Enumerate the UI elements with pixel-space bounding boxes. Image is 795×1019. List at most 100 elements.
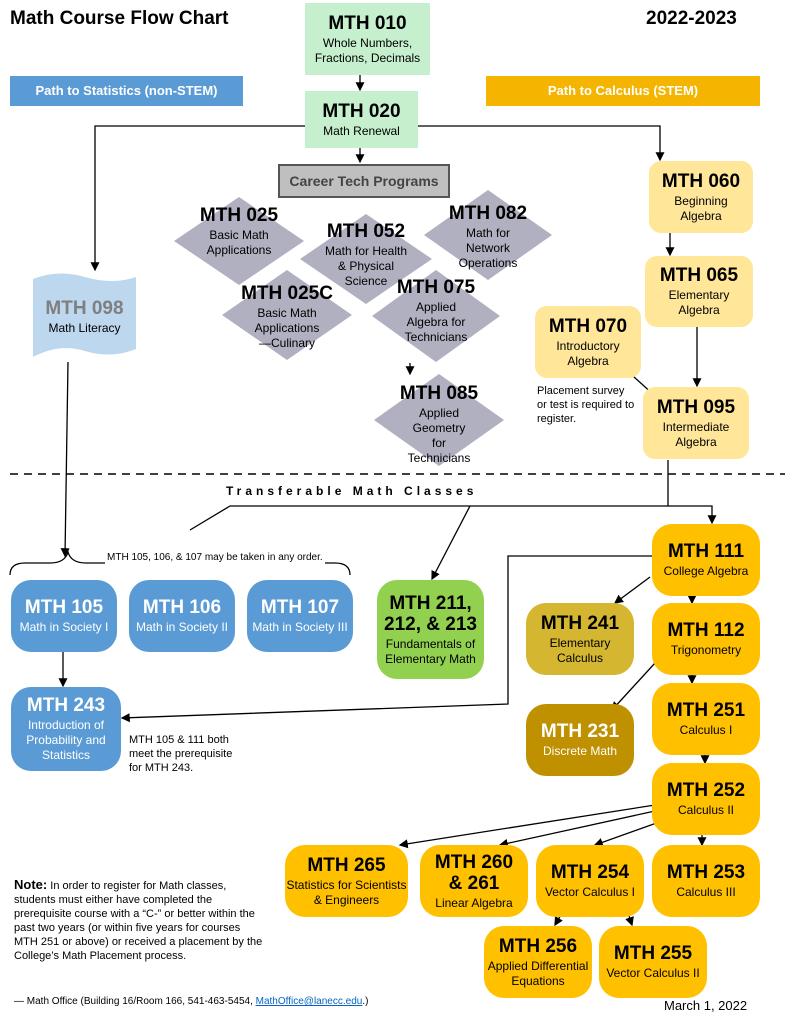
course-code: MTH 243: [26, 695, 106, 716]
course-mth052[interactable]: MTH 052 Math for Health & Physical Scien…: [316, 221, 416, 289]
course-mth256[interactable]: MTH 256 Applied Differential Equations: [484, 926, 592, 998]
course-desc: Vector Calculus II: [606, 966, 700, 980]
mth098-shape: [33, 273, 136, 357]
course-code: MTH 052: [326, 221, 406, 242]
course-desc: Elementary Algebra: [668, 288, 730, 317]
course-mth253[interactable]: MTH 253 Calculus III: [652, 845, 760, 917]
course-mth070[interactable]: MTH 070 Introductory Algebra: [535, 306, 641, 378]
course-code: MTH 107: [260, 597, 340, 618]
footer-prefix: — Math Office (Building 16/Room 166, 541…: [14, 996, 256, 1007]
course-mth106[interactable]: MTH 106 Math in Society II: [129, 580, 235, 652]
course-mth241[interactable]: MTH 241 Elementary Calculus: [526, 603, 634, 675]
course-mth105[interactable]: MTH 105 Math in Society I: [11, 580, 117, 652]
course-desc: Applied Algebra for Technicians: [404, 300, 468, 344]
course-desc: Statistics for Scientists & Engineers: [286, 877, 407, 907]
course-desc: Math in Society III: [252, 620, 348, 634]
course-desc: Vector Calculus I: [544, 885, 636, 899]
course-mth075[interactable]: MTH 075 Applied Algebra for Technicians: [386, 277, 486, 345]
course-code: MTH 252: [666, 780, 746, 801]
course-mth065[interactable]: MTH 065 Elementary Algebra: [645, 256, 753, 327]
course-desc: Math in Society II: [135, 620, 229, 634]
course-code: MTH 010: [328, 12, 407, 34]
course-code: MTH 231: [540, 721, 620, 742]
course-code: MTH 095: [656, 396, 736, 418]
course-mth020[interactable]: MTH 020 Math Renewal: [305, 91, 418, 148]
course-code: MTH 060: [661, 170, 741, 192]
course-code: MTH 251: [666, 700, 746, 721]
prereq-note: MTH 105 & 111 both meet the prerequisite…: [129, 734, 233, 774]
course-desc: Calculus III: [676, 885, 736, 899]
course-desc: Fundamentals of Elementary Math: [385, 636, 476, 666]
course-code: MTH 111: [667, 541, 745, 562]
footer-contact: — Math Office (Building 16/Room 166, 541…: [14, 996, 368, 1007]
course-code: MTH 105: [24, 597, 104, 618]
course-code: MTH 211, 212, & 213: [384, 592, 477, 635]
course-desc: Math Renewal: [323, 123, 400, 138]
course-mth254[interactable]: MTH 254 Vector Calculus I: [536, 845, 644, 917]
course-code: MTH 025: [199, 205, 279, 226]
course-code: MTH 265: [307, 854, 386, 876]
stats-path-banner: Path to Statistics (non-STEM): [10, 76, 243, 106]
page-title: Math Course Flow Chart: [10, 8, 229, 29]
course-code: MTH 085: [399, 383, 479, 404]
course-desc: Math for Health & Physical Science: [324, 244, 408, 288]
note-heading: Note:: [14, 877, 48, 892]
registration-note: Note: In order to register for Math clas…: [14, 878, 264, 963]
course-mth231[interactable]: MTH 231 Discrete Math: [526, 704, 634, 776]
course-mth025[interactable]: MTH 025 Basic Math Applications: [184, 205, 294, 258]
course-desc: Discrete Math: [542, 744, 618, 758]
course-desc: Applied Differential Equations: [487, 958, 589, 988]
course-desc: Beginning Algebra: [674, 193, 728, 223]
course-mth265[interactable]: MTH 265 Statistics for Scientists & Engi…: [285, 845, 408, 917]
course-code: MTH 025C: [241, 283, 333, 304]
any-order-note: MTH 105, 106, & 107 may be taken in any …: [105, 551, 325, 565]
course-mth251[interactable]: MTH 251 Calculus I: [652, 683, 760, 755]
career-tech-programs[interactable]: Career Tech Programs: [278, 164, 450, 198]
course-mth111[interactable]: MTH 111 College Algebra: [652, 524, 760, 596]
course-mth010[interactable]: MTH 010 Whole Numbers, Fractions, Decima…: [305, 3, 430, 75]
course-mth095[interactable]: MTH 095 Intermediate Algebra: [643, 387, 749, 459]
calc-path-banner: Path to Calculus (STEM): [486, 76, 760, 106]
course-mth252[interactable]: MTH 252 Calculus II: [652, 763, 760, 835]
course-mth243[interactable]: MTH 243 Introduction of Probability and …: [11, 687, 121, 771]
course-code: MTH 106: [142, 597, 222, 618]
course-desc: Math in Society I: [19, 620, 109, 634]
course-desc: Linear Algebra: [435, 895, 513, 910]
course-mth112[interactable]: MTH 112 Trigonometry: [652, 603, 760, 675]
course-mth060[interactable]: MTH 060 Beginning Algebra: [649, 161, 753, 233]
course-code: MTH 253: [666, 862, 746, 883]
email-link[interactable]: MathOffice@lanecc.edu: [255, 996, 363, 1007]
footer-suffix: .): [362, 996, 369, 1007]
course-desc: Introductory Algebra: [556, 338, 620, 368]
academic-year: 2022-2023: [646, 8, 737, 29]
course-code: MTH 241: [540, 612, 620, 634]
course-code: MTH 070: [548, 315, 628, 337]
course-code: MTH 255: [613, 943, 693, 964]
course-mth211[interactable]: MTH 211, 212, & 213 Fundamentals of Elem…: [377, 580, 484, 679]
course-mth107[interactable]: MTH 107 Math in Society III: [247, 580, 353, 652]
course-mth082[interactable]: MTH 082 Math for Network Operations: [438, 203, 538, 271]
course-mth098[interactable]: MTH 098 Math Literacy: [33, 281, 136, 353]
course-code: MTH 260 & 261: [434, 851, 514, 894]
course-desc: Introduction of Probability and Statisti…: [26, 718, 106, 762]
course-desc: Trigonometry: [670, 643, 742, 657]
course-mth260[interactable]: MTH 260 & 261 Linear Algebra: [420, 845, 528, 917]
course-desc: Calculus I: [679, 723, 733, 737]
course-code: MTH 112: [667, 620, 745, 641]
course-desc: College Algebra: [663, 564, 749, 578]
placement-note: Placement survey or test is required to …: [537, 385, 635, 425]
course-mth255[interactable]: MTH 255 Vector Calculus II: [599, 926, 707, 998]
course-code: MTH 075: [396, 277, 476, 298]
course-mth085[interactable]: MTH 085 Applied Geometry for Technicians: [389, 383, 489, 466]
course-code: MTH 098: [45, 298, 124, 319]
course-code: MTH 065: [659, 265, 739, 286]
course-desc: Basic Math Applications: [206, 228, 272, 257]
course-desc: Elementary Calculus: [549, 635, 611, 665]
course-desc: Calculus II: [677, 803, 735, 817]
course-desc: Basic Math Applications—Culinary: [254, 306, 320, 350]
course-desc: Whole Numbers, Fractions, Decimals: [314, 35, 421, 65]
course-code: MTH 082: [448, 203, 528, 224]
course-mth025c[interactable]: MTH 025C Basic Math Applications—Culinar…: [232, 283, 342, 351]
course-desc: Applied Geometry for Technicians: [407, 406, 471, 465]
